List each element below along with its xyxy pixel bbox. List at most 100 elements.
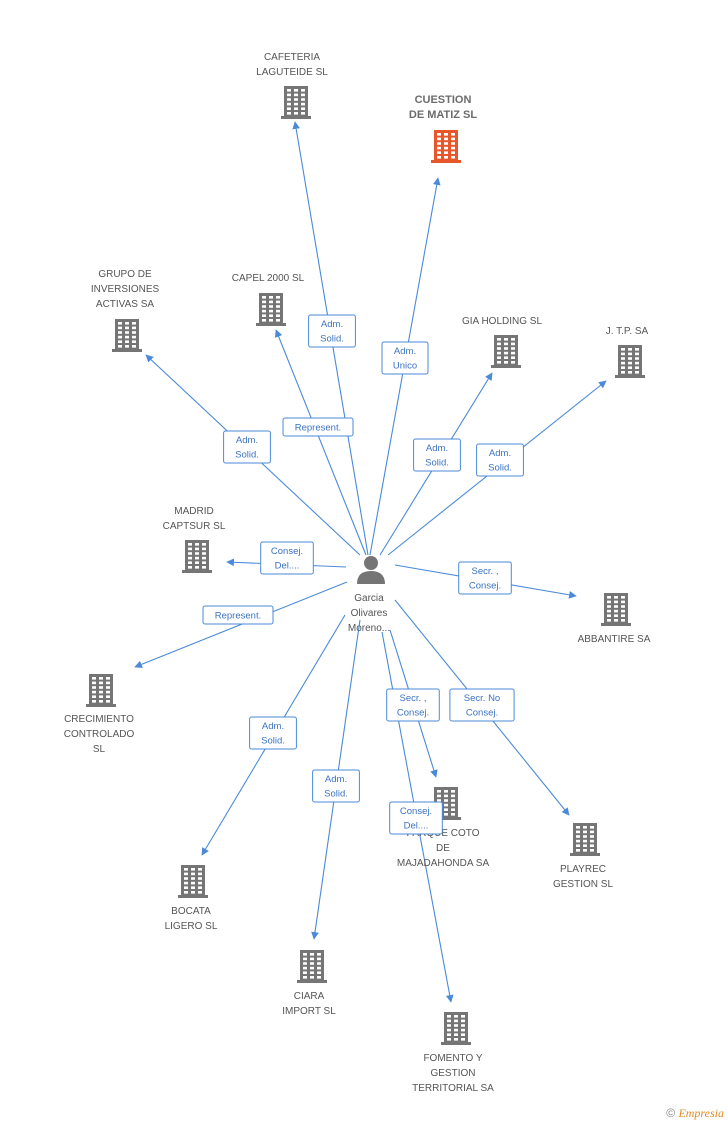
company-name-line: LAGUTEIDE SL — [256, 67, 328, 78]
relation-label-text: Adm. — [489, 448, 511, 459]
relation-label-text: Adm. — [236, 435, 258, 446]
relation-label-text: Adm. — [426, 443, 448, 454]
company-name-line: GRUPO DE — [98, 269, 152, 280]
company-name-line: BOCATA — [171, 906, 211, 917]
relation-label-madrid[interactable]: Consej.Del.... — [260, 541, 314, 575]
relation-label-gia[interactable]: Adm. Solid. — [413, 438, 461, 472]
company-node-jtp[interactable]: J. T.P. SA — [606, 326, 649, 378]
relation-label-grupo[interactable]: Adm. Solid. — [223, 430, 271, 464]
company-node-gia[interactable]: GIA HOLDING SL — [462, 316, 542, 368]
relation-label-text: Adm. — [262, 721, 284, 732]
company-name-line: SL — [93, 744, 106, 755]
relation-label-text: Solid. — [320, 334, 344, 345]
relation-label-text: Secr. , — [472, 566, 499, 577]
building-icon — [491, 335, 521, 368]
building-icon — [441, 1012, 471, 1045]
company-name-line: PARQUE COTO — [407, 828, 480, 839]
relation-label-fomento[interactable]: Consej. Del.... — [389, 801, 443, 835]
building-icon — [431, 130, 461, 163]
relation-label-text: Secr. , — [400, 693, 427, 704]
company-name-line: J. T.P. SA — [606, 326, 649, 337]
building-icon — [570, 823, 600, 856]
relation-label-bocata[interactable]: Adm. Solid. — [249, 716, 297, 750]
relation-label-abbantire[interactable]: Secr. , Consej. — [458, 561, 512, 595]
company-name-line: GESTION SL — [553, 879, 613, 890]
building-icon — [182, 540, 212, 573]
company-name-line: GESTION — [430, 1068, 475, 1079]
building-icon — [178, 865, 208, 898]
relation-label-text: Solid. — [488, 463, 512, 474]
relation-label-text: Adm. — [394, 346, 416, 357]
company-name-line: ABBANTIRE SA — [578, 634, 651, 645]
relation-label-cotomaja[interactable]: Secr. , Consej. — [386, 688, 440, 722]
relation-label-ciara[interactable]: Adm. Solid. — [312, 769, 360, 803]
relation-label-text: Represent. — [295, 423, 341, 434]
relation-label-playrec[interactable]: Secr. No Consej. — [449, 688, 515, 722]
relation-label-text: Secr. No — [464, 693, 500, 704]
company-name-line: LIGERO SL — [165, 921, 218, 932]
company-name-line: GIA HOLDING SL — [462, 316, 542, 327]
person-name-line-3: Moreno... — [348, 623, 390, 634]
company-name-line: MAJADAHONDA SA — [397, 858, 490, 869]
edge-capel — [274, 329, 367, 556]
building-icon — [256, 293, 286, 326]
person-name-line-1: Garcia — [354, 593, 384, 604]
company-node-ciara[interactable]: CIARA IMPORT SL — [282, 950, 336, 1017]
company-name-line: TERRITORIAL SA — [412, 1083, 494, 1094]
company-name-line: CIARA — [294, 991, 325, 1002]
company-node-playrec[interactable]: PLAYREC GESTION SL — [553, 823, 613, 890]
company-node-cuestion[interactable]: CUESTION DE MATIZ SL — [409, 94, 478, 163]
relation-label-text: Consej. — [466, 708, 498, 719]
relation-label-text: Solid. — [261, 736, 285, 747]
brand-logo[interactable]: Empresia — [678, 1106, 724, 1120]
relation-label-capel[interactable]: Represent. — [282, 417, 354, 437]
company-node-capel[interactable]: CAPEL 2000 SL — [232, 273, 305, 326]
relation-label-text: Consej. — [271, 546, 303, 557]
relation-label-text: Del.... — [404, 821, 429, 832]
person-node[interactable]: Garcia Olivares Moreno... — [348, 556, 390, 634]
copyright-notice: © Empresia — [666, 1106, 724, 1121]
relation-label-text: Consej. — [469, 581, 501, 592]
company-name-line: ACTIVAS SA — [96, 299, 154, 310]
company-name-line: CAPEL 2000 SL — [232, 273, 305, 284]
person-name-line-2: Olivares — [351, 608, 388, 619]
building-icon — [281, 86, 311, 119]
relation-label-text: Unico — [393, 361, 417, 372]
building-icon — [615, 345, 645, 378]
relation-label-cuestion[interactable]: Adm. Unico — [381, 341, 429, 375]
copyright-icon: © — [666, 1106, 676, 1120]
company-node-crecimiento[interactable]: CRECIMIENTO CONTROLADO SL — [64, 674, 135, 755]
building-icon — [601, 593, 631, 626]
company-name-line: IMPORT SL — [282, 1006, 336, 1017]
relation-label-text: Adm. — [321, 319, 343, 330]
relation-label-jtp[interactable]: Adm. Solid. — [476, 443, 524, 477]
relation-label-text: Solid. — [425, 458, 449, 469]
company-node-bocata[interactable]: BOCATA LIGERO SL — [165, 865, 218, 932]
relation-label-cafeteria[interactable]: Adm. Solid. — [308, 314, 356, 348]
company-name-line: INVERSIONES — [91, 284, 160, 295]
relation-label-crecimiento[interactable]: Represent. — [202, 605, 274, 625]
relation-label-text: Solid. — [324, 789, 348, 800]
relation-label-text: Consej. — [397, 708, 429, 719]
building-icon — [86, 674, 116, 707]
company-node-abbantire[interactable]: ABBANTIRE SA — [578, 593, 651, 645]
company-name-line: CAPTSUR SL — [163, 521, 226, 532]
building-icon — [112, 319, 142, 352]
relation-label-text: Solid. — [235, 450, 259, 461]
company-name-line: CUESTION — [415, 94, 472, 106]
relation-label-text: Represent. — [215, 611, 261, 622]
company-name-line: CAFETERIA — [264, 52, 320, 63]
company-name-line: DE MATIZ SL — [409, 109, 478, 121]
company-name-line: PLAYREC — [560, 864, 606, 875]
person-icon — [357, 556, 385, 584]
company-node-grupo[interactable]: GRUPO DE INVERSIONES ACTIVAS SA — [91, 269, 160, 352]
relation-label-text: Consej. — [400, 806, 432, 817]
company-node-cafeteria[interactable]: CAFETERIA LAGUTEIDE SL — [256, 52, 328, 119]
relation-label-text: Adm. — [325, 774, 347, 785]
company-name-line: CRECIMIENTO — [64, 714, 134, 725]
company-name-line: CONTROLADO — [64, 729, 135, 740]
building-icon — [297, 950, 327, 983]
